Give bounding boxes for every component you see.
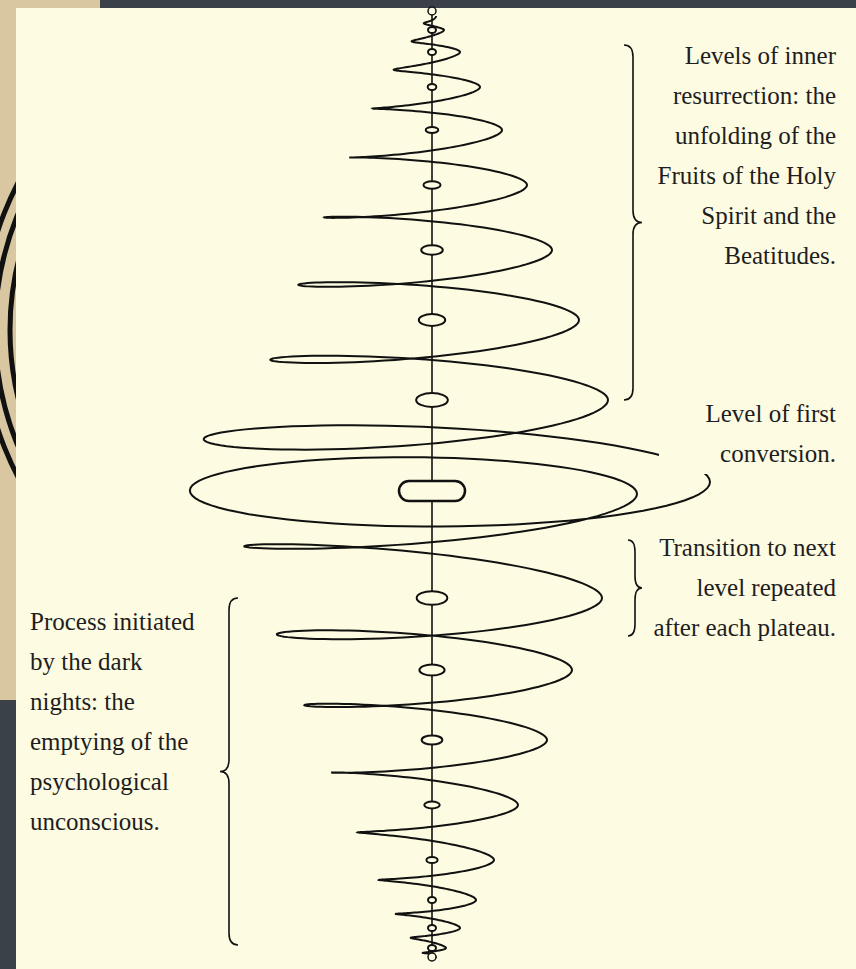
bracket (220, 598, 238, 945)
axis-ring (428, 27, 436, 33)
axis-ring (416, 393, 448, 407)
axis-ring (428, 897, 436, 903)
axis-ring (419, 664, 444, 675)
axis-ring (426, 857, 437, 863)
axis-ring (417, 591, 448, 605)
axis-ring (428, 945, 436, 951)
axis-ring (419, 314, 445, 326)
axis-ring (422, 735, 443, 744)
axis-ring (428, 49, 436, 55)
bracket (624, 45, 642, 400)
axis-ring (423, 181, 440, 189)
axis-ring (426, 127, 439, 133)
center-ring (399, 481, 465, 501)
axis-tip (428, 7, 436, 15)
annotation-text: Process initiated by the dark nights: th… (28, 602, 210, 842)
axis-tip (428, 953, 436, 961)
bracket (628, 540, 642, 636)
annotation-text: Level of first conversion. (659, 394, 838, 474)
annotation-text: Levels of inner resurrection: the unfold… (649, 36, 838, 276)
axis-ring (421, 245, 443, 255)
axis-ring (428, 84, 437, 90)
axis-ring (428, 925, 436, 931)
spiral (190, 7, 710, 961)
paper-panel (16, 8, 856, 969)
axis-ring (424, 802, 439, 809)
braces (220, 45, 642, 945)
annotation-text: Transition to next level repeated after … (644, 528, 838, 648)
spiral-line (190, 16, 710, 958)
